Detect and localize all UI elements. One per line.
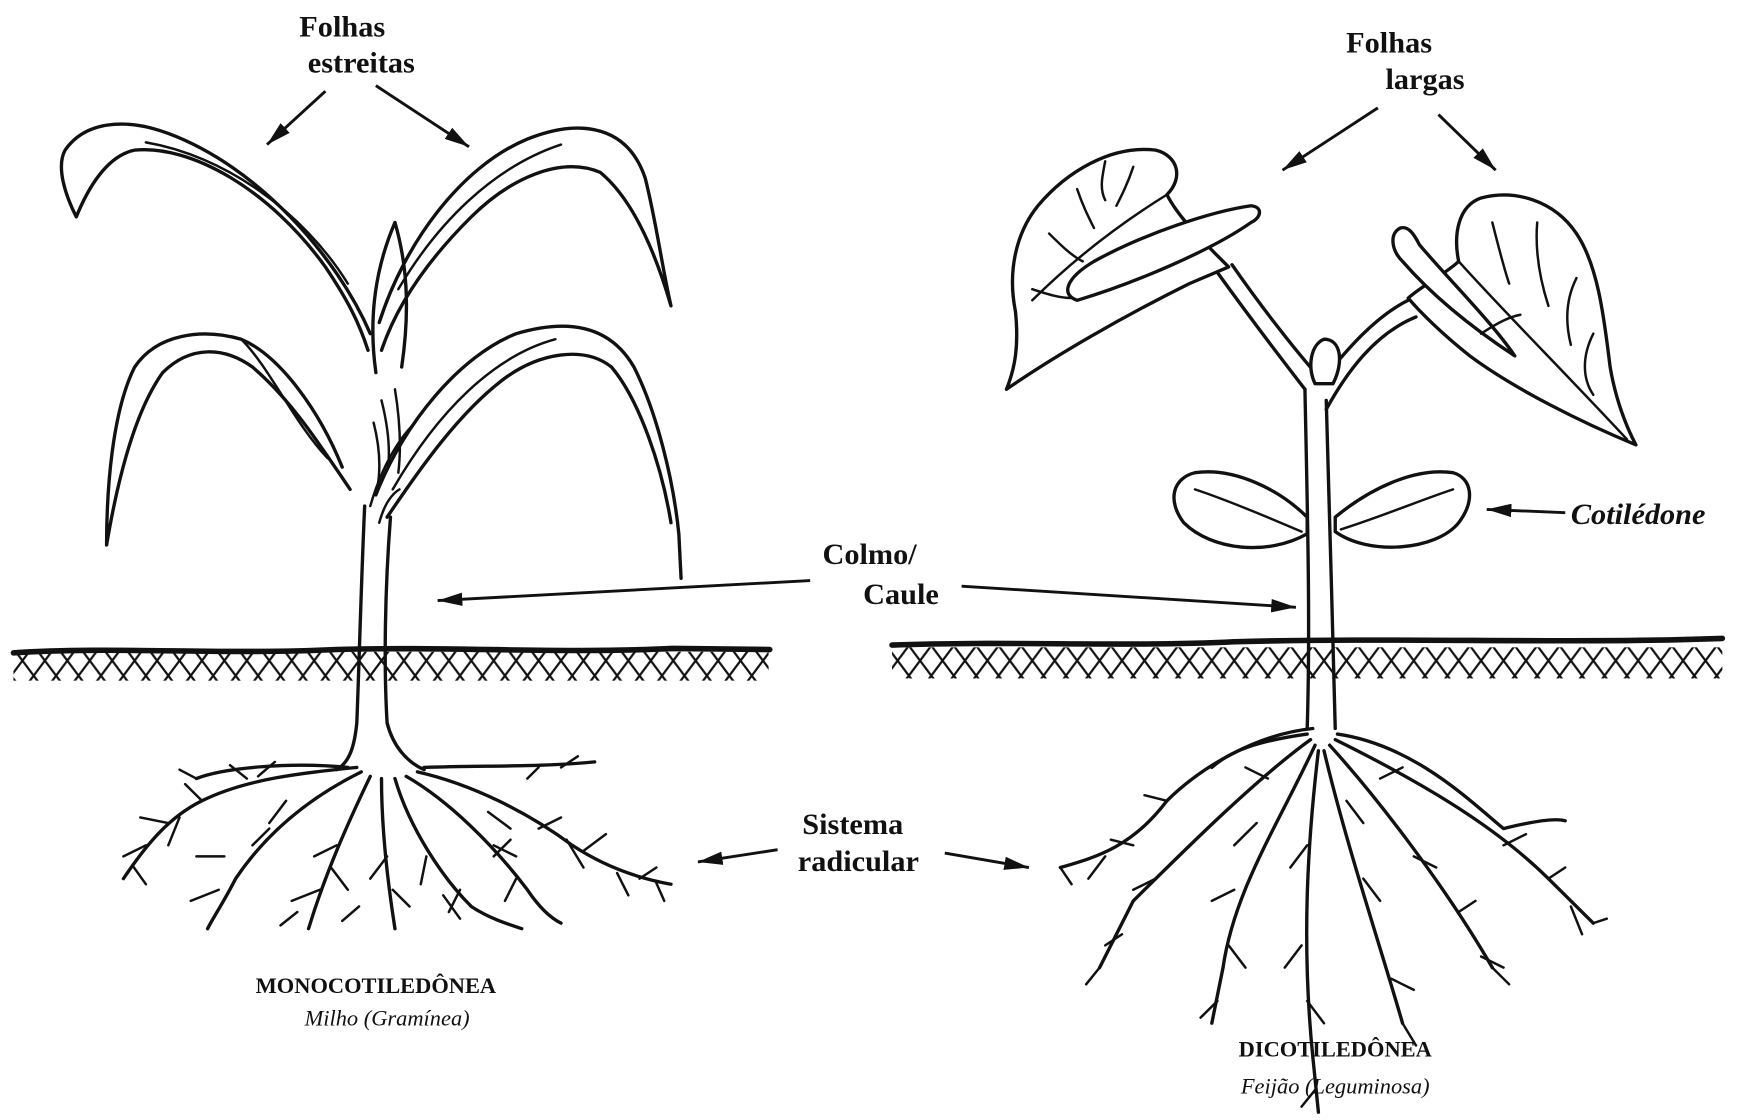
arrow-broad-leaves-right — [1438, 115, 1495, 171]
arrow-broad-leaves-left — [1282, 108, 1377, 170]
monocot-stem — [337, 423, 425, 770]
root — [381, 779, 394, 929]
narrow-leaf — [379, 128, 671, 350]
narrow-leaf — [107, 334, 350, 545]
root — [1335, 740, 1593, 924]
pointer-arrows — [267, 86, 1565, 868]
arrow-roots-left — [698, 850, 778, 862]
root — [1337, 734, 1565, 829]
label-root-system-line1: Sistema — [802, 807, 903, 841]
fibrous-root-system — [123, 756, 671, 928]
arrow-cotyledon — [1487, 509, 1566, 512]
root — [406, 776, 561, 923]
monocot-plant — [13, 124, 769, 929]
narrow-leaf — [376, 326, 681, 578]
arrow-stem-right — [962, 586, 1296, 607]
monocot-subtitle: Milho (Gramínea) — [304, 1006, 470, 1031]
soil-hatching — [13, 652, 768, 681]
monocot-leaves — [61, 124, 681, 578]
arrow-narrow-leaves-left — [267, 91, 325, 144]
arrow-roots-right — [945, 853, 1029, 867]
dicot-leaves — [1006, 149, 1635, 444]
root — [1100, 740, 1311, 968]
narrow-leaf — [61, 124, 370, 350]
arrow-stem-left — [438, 581, 811, 601]
root — [1212, 734, 1307, 767]
root — [417, 772, 671, 884]
broad-leaf — [1408, 195, 1636, 445]
label-cotyledon: Cotilédone — [1571, 497, 1706, 531]
arrow-narrow-leaves-right — [376, 86, 469, 147]
monocot-title: MONOCOTILEDÔNEA — [256, 972, 496, 998]
root — [309, 776, 371, 928]
leaf-midrib — [146, 142, 348, 283]
cotyledons — [1174, 472, 1470, 548]
monocot-soil — [13, 648, 769, 680]
petiole-left — [1217, 265, 1321, 390]
dicot-plant — [892, 149, 1722, 1112]
label-narrow-leaves-line2: estreitas — [308, 45, 415, 79]
cotyledon-right — [1335, 472, 1469, 547]
label-stem-line2: Caule — [863, 577, 939, 611]
label-broad-leaves-line2: largas — [1385, 62, 1464, 96]
stem-outline — [337, 506, 425, 770]
apical-bud — [1311, 339, 1340, 383]
label-stem-line1: Colmo/ — [822, 537, 917, 571]
label-broad-leaves-line1: Folhas — [1346, 25, 1432, 59]
label-narrow-leaves-line1: Folhas — [299, 10, 385, 44]
root — [1324, 751, 1403, 1023]
dicot-subtitle: Feijão (Leguminosa) — [1240, 1073, 1430, 1098]
root — [1212, 745, 1315, 1023]
root-branches — [123, 756, 664, 925]
label-root-system-line2: radicular — [798, 844, 919, 878]
leaf-sheath-lines — [374, 389, 400, 489]
root — [123, 767, 356, 878]
dicot-title: DICOTILEDÔNEA — [1239, 1036, 1432, 1062]
cotyledon-left — [1174, 472, 1307, 548]
